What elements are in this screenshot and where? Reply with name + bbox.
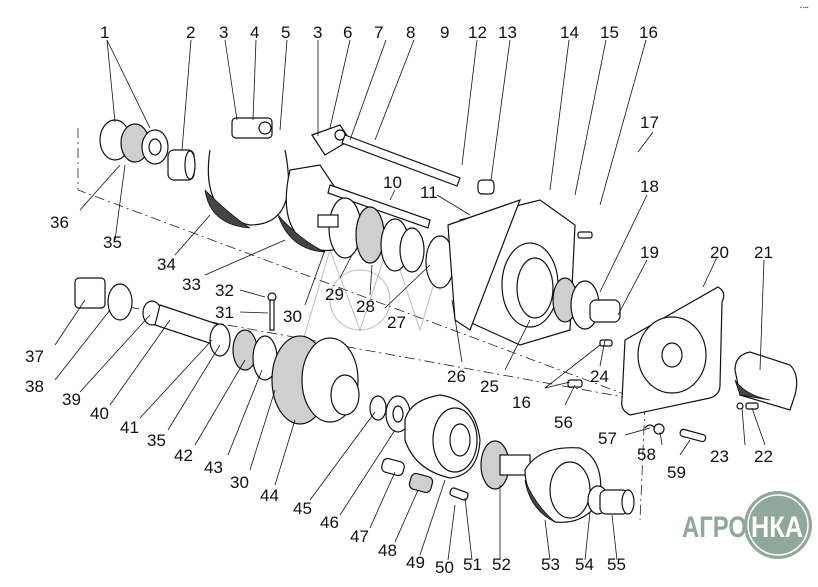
part-needle-bearing-47 — [381, 457, 405, 477]
callout-28: 28 — [356, 297, 375, 316]
part-grease-nipple-31-32 — [267, 292, 277, 331]
part-gasket-26 — [447, 199, 522, 331]
part-carrier-49 — [404, 394, 481, 479]
part-cap-21 — [734, 351, 798, 411]
logo-text-right: НКА — [751, 511, 803, 544]
logo-circle — [744, 491, 812, 559]
part-gear-drum-44 — [271, 335, 360, 425]
callout-4: 4 — [250, 23, 259, 42]
callout-labels: 1 2 3 4 5 3 6 7 8 9 12 13 14 15 16 17 18… — [25, 23, 773, 577]
callout-1: 1 — [100, 23, 109, 42]
callout-54: 54 — [575, 555, 594, 574]
callout-22: 22 — [754, 447, 773, 466]
callout-21: 21 — [754, 243, 773, 262]
callout-34: 34 — [157, 255, 176, 274]
callout-20: 20 — [710, 243, 729, 262]
callout-31: 31 — [215, 303, 234, 322]
callout-25: 25 — [480, 377, 499, 396]
callout-17: 17 — [640, 113, 659, 132]
part-pin-51 — [449, 487, 469, 501]
callout-16: 16 — [639, 23, 658, 42]
callout-11: 11 — [420, 183, 438, 202]
part-rod-8 — [341, 134, 461, 187]
part-pin-10 — [327, 184, 431, 229]
callout-45: 45 — [293, 499, 312, 518]
callout-32: 32 — [215, 281, 234, 300]
callout-57: 57 — [598, 429, 617, 448]
callout-49: 49 — [406, 553, 425, 572]
corner-mark: ▪ ▪▪▪ — [800, 5, 809, 11]
callout-2: 2 — [186, 23, 195, 42]
callout-59: 59 — [667, 463, 686, 482]
callout-47: 47 — [350, 527, 369, 546]
callout-58: 58 — [637, 445, 656, 464]
callout-13: 13 — [498, 23, 517, 42]
callout-50: 50 — [435, 558, 454, 577]
callout-52: 52 — [492, 555, 511, 574]
callout-38: 38 — [25, 377, 44, 396]
callout-44: 44 — [260, 486, 279, 505]
part-bushing-13 — [477, 179, 495, 195]
callout-6: 6 — [343, 23, 352, 42]
callout-9: 9 — [440, 23, 449, 42]
callout-26: 26 — [447, 367, 466, 386]
callout-12: 12 — [468, 23, 487, 42]
callout-7: 7 — [374, 23, 383, 42]
part-brake-band-34 — [204, 117, 289, 229]
callout-37: 37 — [25, 347, 44, 366]
callout-29: 29 — [325, 285, 344, 304]
callout-55: 55 — [607, 555, 626, 574]
callout-35: 35 — [103, 233, 122, 252]
part-bearings-41-43 — [209, 323, 278, 381]
callout-15: 15 — [600, 23, 619, 42]
callout-3: 3 — [219, 23, 228, 42]
part-shaft-gear-27-29 — [317, 197, 455, 289]
part-seal-hub-54-55 — [587, 485, 635, 515]
callout-48: 48 — [378, 541, 397, 560]
callout-27: 27 — [387, 313, 406, 332]
part-bearing-assembly-1 — [99, 119, 169, 165]
callout-35b: 35 — [147, 431, 166, 450]
callout-5: 5 — [281, 23, 290, 42]
callout-40: 40 — [90, 404, 109, 423]
callout-43: 43 — [204, 458, 223, 477]
callout-16b: 16 — [512, 393, 531, 412]
part-flange-shaft-18-19 — [552, 277, 621, 330]
callout-23: 23 — [710, 447, 729, 466]
part-bearing-45-46 — [369, 395, 411, 433]
part-cover-plate-20 — [621, 286, 725, 416]
callout-36: 36 — [50, 213, 69, 232]
callout-30: 30 — [283, 307, 302, 326]
callout-14: 14 — [560, 23, 579, 42]
callout-30b: 30 — [230, 473, 249, 492]
callout-51: 51 — [463, 555, 482, 574]
logo-text-left: АГРО — [682, 511, 747, 544]
part-sun-gear-52 — [480, 440, 531, 490]
callout-3b: 3 — [313, 23, 322, 42]
callout-8: 8 — [406, 23, 415, 42]
callout-42: 42 — [174, 446, 193, 465]
callout-39: 39 — [62, 390, 81, 409]
part-sleeve-2 — [167, 149, 196, 181]
callout-56: 56 — [554, 413, 573, 432]
part-ring-housing-53 — [524, 447, 602, 523]
part-planet-gear-48 — [408, 472, 434, 494]
callout-53: 53 — [541, 555, 560, 574]
callout-18: 18 — [640, 177, 659, 196]
callout-19: 19 — [640, 243, 659, 262]
callout-24: 24 — [590, 367, 609, 386]
agronka-logo: АГРО НКА — [682, 491, 812, 559]
callout-41: 41 — [120, 418, 139, 437]
leader-lines — [54, 39, 766, 561]
callout-46: 46 — [320, 513, 339, 532]
callout-33: 33 — [182, 275, 201, 294]
part-bolts-small — [567, 231, 759, 443]
callout-10: 10 — [383, 173, 402, 192]
part-pto-shaft-37-40 — [74, 277, 221, 346]
assembly-axis-lines — [77, 128, 646, 521]
